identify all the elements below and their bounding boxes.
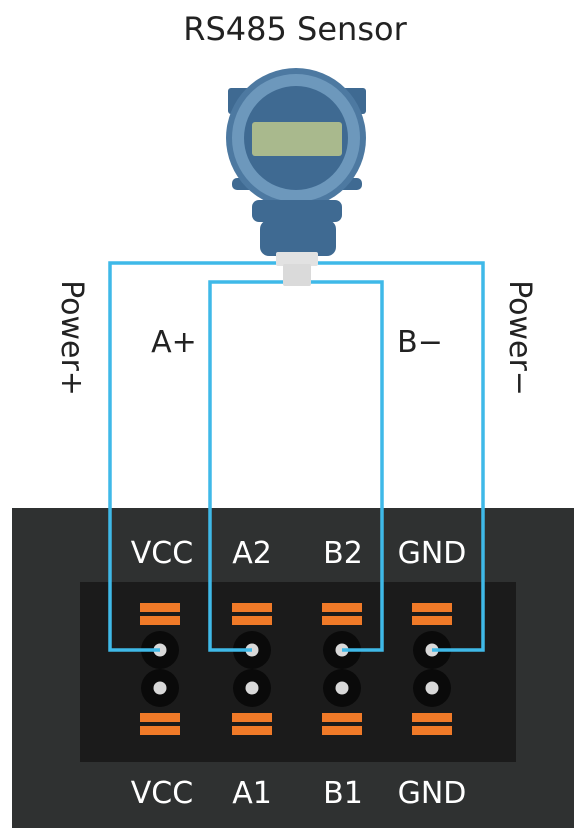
contact-top	[232, 603, 272, 612]
terminal-label-vcc-top: VCC	[131, 536, 193, 571]
contact-top	[140, 616, 180, 625]
terminal-label-vcc-bottom: VCC	[131, 776, 193, 811]
rs485-sensor-icon	[226, 68, 366, 286]
contact-bottom	[412, 726, 452, 735]
contact-bottom	[412, 713, 452, 722]
contact-bottom	[140, 726, 180, 735]
wire-label-a-plus: A+	[151, 325, 197, 360]
contact-bottom	[322, 713, 362, 722]
screw-bottom-center	[425, 681, 439, 695]
wire-label-b-minus: B−	[397, 325, 443, 360]
contact-top	[412, 603, 452, 612]
terminal-label-a1: A1	[232, 776, 272, 811]
wire-label-power-plus: Power+	[54, 280, 89, 396]
contact-bottom	[140, 713, 180, 722]
terminal-label-b2: B2	[323, 536, 363, 571]
contact-bottom	[232, 713, 272, 722]
wire-power-minus	[309, 261, 485, 652]
screw-bottom-center	[335, 681, 349, 695]
diagram-title: RS485 Sensor	[183, 10, 407, 48]
terminal-label-b1: B1	[323, 776, 363, 811]
contact-top	[232, 616, 272, 625]
contact-bottom	[232, 726, 272, 735]
screw-bottom-center	[153, 681, 167, 695]
contact-top	[412, 616, 452, 625]
screw-bottom-center	[245, 681, 259, 695]
wire-power-plus	[108, 261, 283, 652]
contact-top	[322, 603, 362, 612]
terminal-column-vcc	[140, 603, 180, 735]
wire-label-power-minus: Power−	[502, 280, 537, 396]
contact-top	[322, 616, 362, 625]
contact-bottom	[322, 726, 362, 735]
terminal-label-gnd-top: GND	[398, 536, 467, 571]
terminal-label-a2: A2	[232, 536, 272, 571]
terminal-label-gnd-bottom: GND	[398, 776, 467, 811]
wire-a-plus	[208, 280, 288, 652]
wire-b-minus	[304, 280, 384, 652]
contact-top	[140, 603, 180, 612]
